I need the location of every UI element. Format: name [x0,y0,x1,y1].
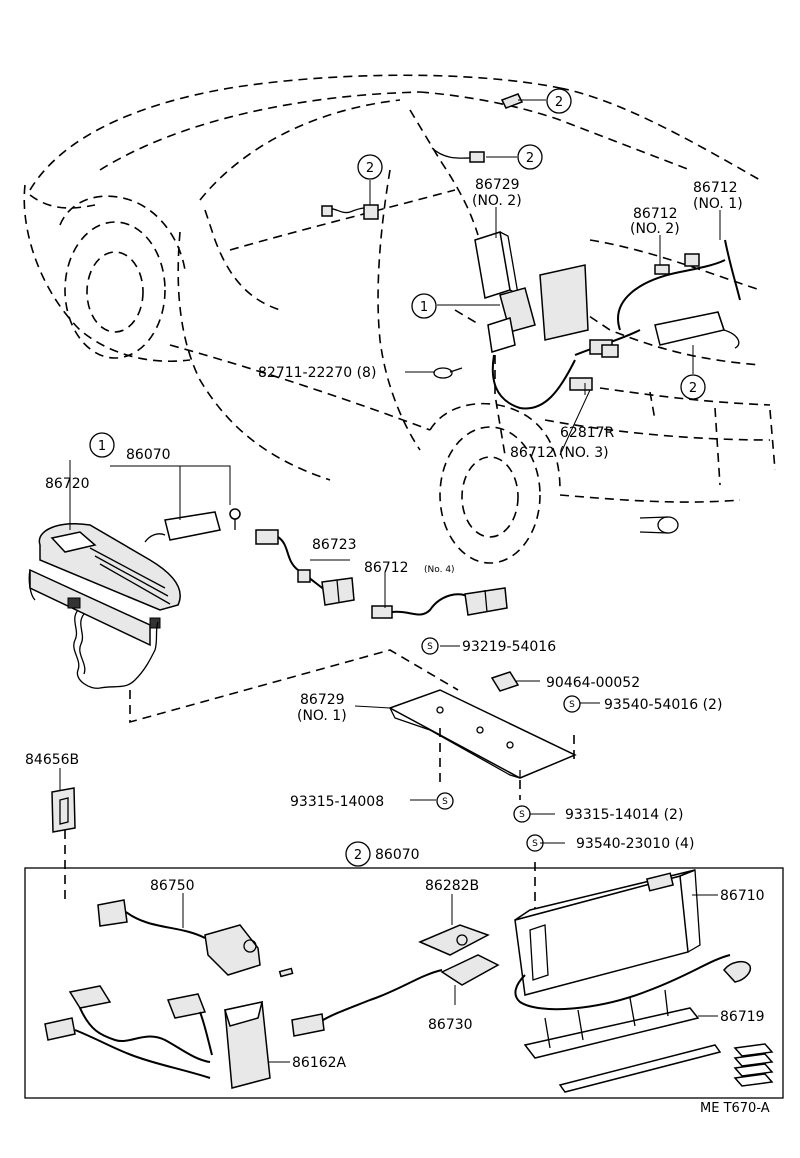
s-icon: S [563,695,581,713]
label-86712-no1-sub: (NO. 1) [693,196,743,212]
callout-2-kit: 2 [345,841,371,867]
label-86712-no3: 86712 (NO. 3) [510,445,609,461]
label-86282b: 86282B [425,878,479,894]
label-86710: 86710 [720,888,765,904]
label-84656b: 84656B [25,752,79,768]
handset-assembly [28,508,241,689]
callout-1-kit: 1 [89,432,115,458]
label-86723: 86723 [312,537,357,553]
label-86070-handset: 86070 [126,447,171,463]
svg-text:S: S [427,642,433,652]
label-86712-no2-sub: (NO. 2) [630,221,680,237]
harness-86723 [255,529,355,606]
s-symbols: S S S S S [421,637,581,852]
label-86712-no2-num: 86712 [633,206,678,222]
callout-2-left: 2 [357,154,383,180]
label-86720: 86720 [45,476,90,492]
label-86729-no2-num: 86729 [475,177,520,193]
leader-lines [59,99,721,1063]
svg-text:S: S [569,700,575,710]
s-icon: S [513,805,531,823]
label-93219-54016: 93219-54016 [462,639,556,655]
svg-text:S: S [532,839,538,849]
label-86729-no1-num: 86729 [300,692,345,708]
car-components [321,93,741,410]
label-93315-14014: 93315-14014 (2) [565,807,683,823]
callout-2-roof: 2 [546,88,572,114]
label-86712-no4-num: 86712 [364,560,409,576]
dashed-links [64,309,536,910]
bracket-86729-no1 [388,671,577,800]
svg-text:S: S [442,797,448,807]
harness-86712-no4 [371,587,508,619]
callout-2-amp: 2 [680,374,706,400]
label-90464-00052: 90464-00052 [546,675,640,691]
clip-84656b [51,787,76,833]
label-93540-23010: 93540-23010 (4) [576,836,694,852]
label-93540-54016: 93540-54016 (2) [604,697,722,713]
svg-text:2: 2 [555,95,563,110]
label-93315-14008: 93315-14008 [290,794,384,810]
callout-2-pillar: 2 [517,144,543,170]
svg-text:1: 1 [420,300,428,315]
svg-text:2: 2 [354,848,362,863]
svg-text:S: S [519,810,525,820]
label-86730: 86730 [428,1017,473,1033]
kit-box [24,867,784,1099]
label-82711-22270: 82711-22270 (8) [258,365,376,381]
svg-text:2: 2 [366,161,374,176]
label-86750: 86750 [150,878,195,894]
svg-text:2: 2 [689,381,697,396]
reference-code: ME T670-A [700,1101,770,1116]
s-icon: S [526,834,544,852]
car-outline [23,74,776,564]
callout-circles: 2 2 2 1 2 1 2 [89,88,706,867]
label-86162a: 86162A [292,1055,347,1071]
label-86729-no2-sub: (NO. 2) [472,193,522,209]
label-86712-no1-num: 86712 [693,180,738,196]
part-labels: 86729 (NO. 2) 86712 (NO. 1) 86712 (NO. 2… [25,177,770,1116]
callout-1-console: 1 [411,293,437,319]
svg-text:1: 1 [98,439,106,454]
label-86729-no1-sub: (NO. 1) [297,708,347,724]
label-86070-kit: 86070 [375,847,420,863]
label-86712-no4-sub: (No. 4) [424,565,455,575]
label-86719: 86719 [720,1009,765,1025]
label-62817r: 62817R [560,425,615,441]
s-icon: S [436,792,454,810]
svg-text:2: 2 [526,151,534,166]
s-icon: S [421,637,439,655]
